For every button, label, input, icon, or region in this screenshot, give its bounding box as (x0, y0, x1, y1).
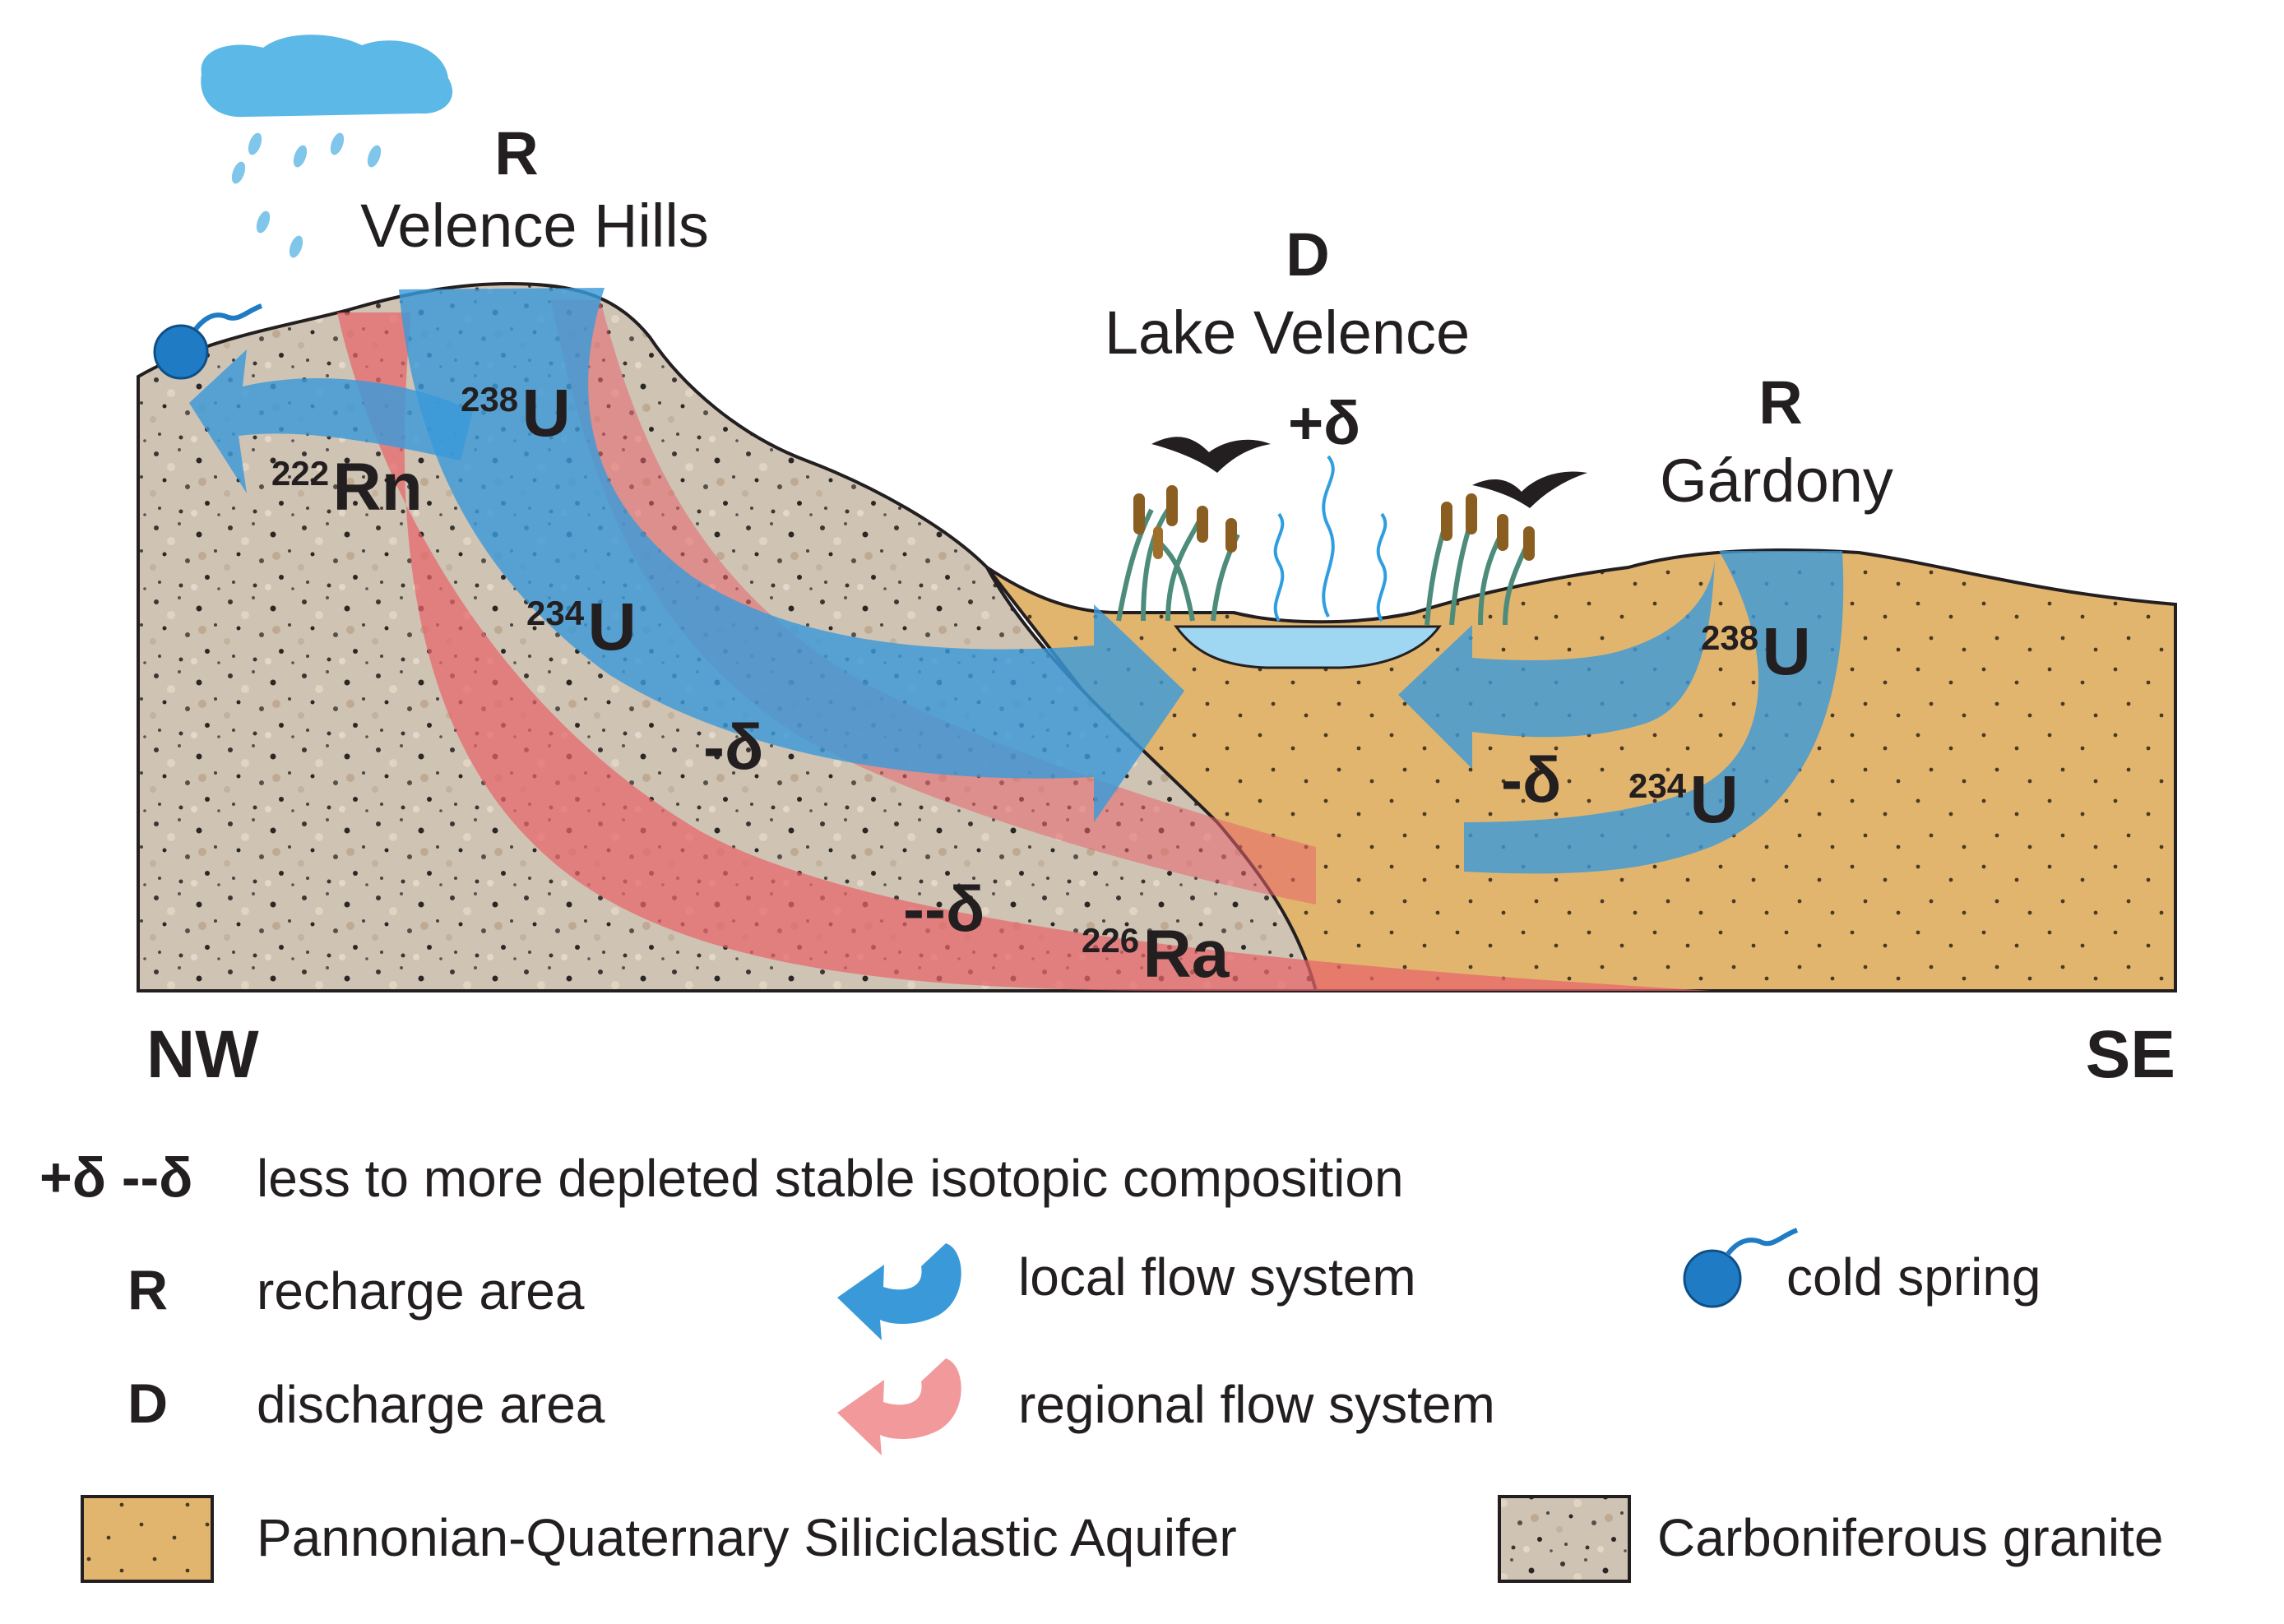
isotope-label-rn222: 222 Rn (271, 450, 423, 525)
evaporation-icon (1273, 455, 1388, 622)
lake-velence-name: Lake Velence (1105, 298, 1470, 367)
lake-delta: +δ (1288, 389, 1360, 457)
velence-hills-name: Velence Hills (360, 192, 709, 260)
legend-delta-symbols: +δ --δ (39, 1146, 192, 1209)
legend-regional-flow-icon (837, 1358, 961, 1455)
legend-local-flow-label: local flow system (1018, 1247, 1416, 1307)
legend-d-symbol: D (127, 1372, 168, 1435)
legend-cold-spring-icon (1683, 1228, 1799, 1308)
local-flow-left-rn (189, 349, 473, 493)
legend-r-symbol: R (127, 1259, 168, 1321)
legend-cold-spring-label: cold spring (1786, 1247, 2041, 1307)
lake (1174, 625, 1442, 669)
delta-label-local-left: -δ (703, 710, 763, 783)
legend-granite-swatch (1498, 1495, 1631, 1583)
bird-icon (1151, 437, 1271, 473)
legend-aquifer-label: Pannonian-Quaternary Siliciclastic Aquif… (257, 1508, 1237, 1567)
legend-r-desc: recharge area (257, 1261, 585, 1321)
rain-icon (231, 132, 382, 258)
legend-aquifer-swatch (81, 1495, 214, 1583)
isotope-label-u238-right: 238 U (1701, 614, 1811, 689)
reeds-left-icon (1116, 485, 1240, 622)
gardony-type: R (1758, 368, 1802, 437)
local-flow-right (1398, 551, 1844, 874)
reeds-right-icon (1425, 493, 1535, 626)
velence-hills-type: R (494, 119, 538, 187)
bird-icon (1472, 471, 1587, 508)
direction-nw: NW (146, 1017, 259, 1092)
isotope-label-u238-left: 238 U (461, 376, 571, 451)
isotope-label-u234-left: 234 U (526, 590, 637, 664)
legend-local-flow-icon (837, 1243, 961, 1340)
legend-delta-desc: less to more depleted stable isotopic co… (257, 1149, 1404, 1208)
legend-regional-flow-label: regional flow system (1018, 1375, 1495, 1434)
lake-velence-type: D (1286, 220, 1329, 289)
legend-granite-label: Carboniferous granite (1657, 1508, 2163, 1567)
local-flow-left-main (399, 288, 1184, 822)
legend-d-desc: discharge area (257, 1375, 605, 1434)
isotope-label-u234-right: 234 U (1628, 762, 1739, 837)
cloud-icon (201, 35, 453, 118)
delta-label-regional: --δ (903, 872, 984, 945)
direction-se: SE (2086, 1017, 2175, 1092)
cold-spring-icon (153, 303, 263, 380)
delta-label-local-right: -δ (1501, 743, 1561, 816)
isotope-label-ra226: 226 Ra (1082, 917, 1230, 992)
gardony-name: Gárdony (1660, 446, 1893, 515)
regional-flow-path (337, 312, 1711, 991)
legend: +δ --δ less to more depleted stable isot… (39, 1146, 2163, 1583)
